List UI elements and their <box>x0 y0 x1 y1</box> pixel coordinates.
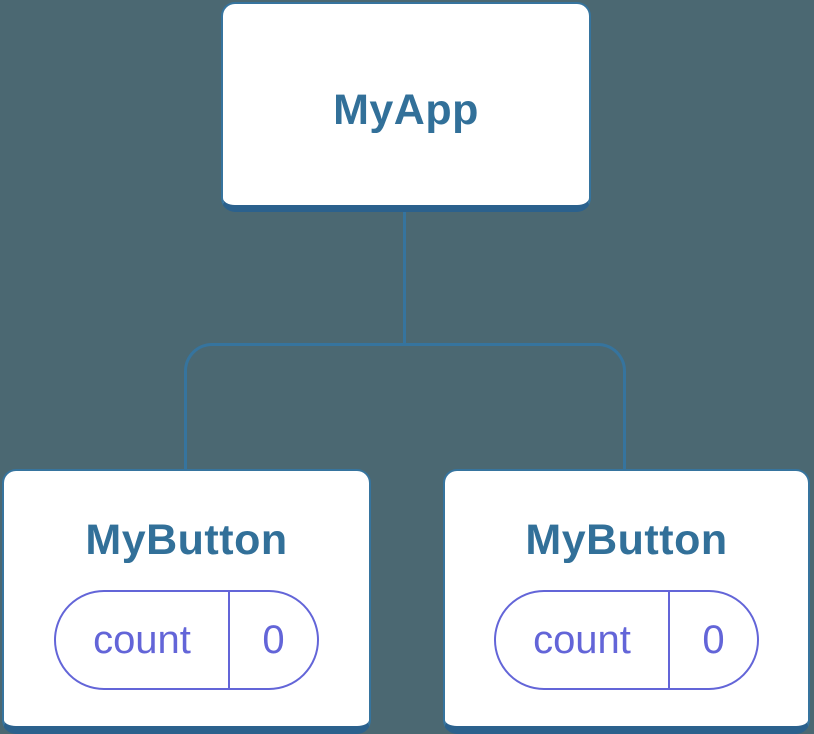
state-key-cell: count <box>496 592 668 688</box>
tree-node-myapp: MyApp <box>221 2 591 212</box>
node-label-mybutton-1: MyButton <box>85 516 288 564</box>
state-value-label: 0 <box>702 618 725 663</box>
state-divider <box>228 592 230 689</box>
state-value-cell: 0 <box>230 592 317 688</box>
state-key-label: count <box>533 618 631 663</box>
state-pill-2: count 0 <box>494 590 759 691</box>
tree-node-mybutton-1: MyButton count 0 <box>2 469 371 734</box>
node-label-myapp: MyApp <box>333 85 479 134</box>
state-value-cell: 0 <box>670 592 757 688</box>
state-value-label: 0 <box>262 618 285 663</box>
state-key-label: count <box>93 618 191 663</box>
connector-stem <box>403 212 406 346</box>
state-pill-1: count 0 <box>54 590 319 691</box>
tree-node-mybutton-2: MyButton count 0 <box>443 469 810 734</box>
node-label-mybutton-2: MyButton <box>525 516 728 564</box>
state-divider <box>668 592 670 689</box>
connector-bracket <box>184 343 626 470</box>
state-key-cell: count <box>56 592 228 688</box>
